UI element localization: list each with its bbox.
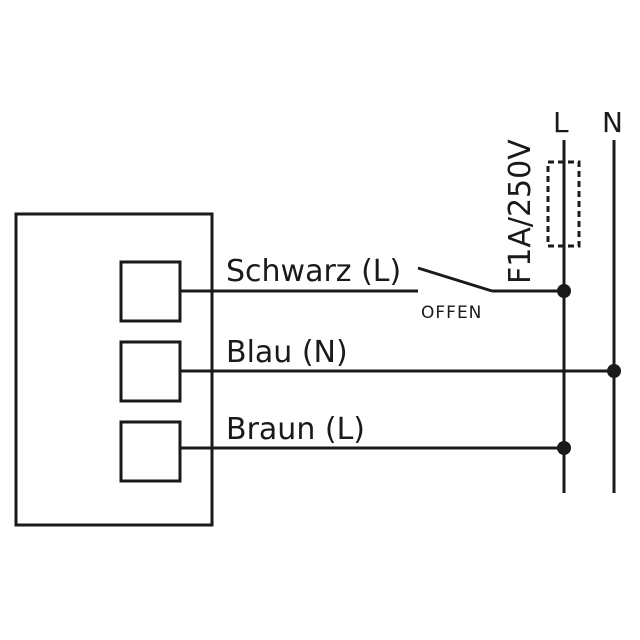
wire-brown-label: Braun (L)	[226, 412, 365, 447]
switch-state-label: OFFEN	[421, 303, 482, 323]
wire-blue-label: Blau (N)	[226, 335, 348, 370]
junction-dot-blue	[607, 364, 621, 378]
junction-dot-black	[557, 284, 571, 298]
fuse-symbol	[546, 160, 581, 248]
live-rail-label: L	[553, 106, 569, 139]
terminal-2	[119, 340, 182, 403]
fuse-rating-label: F1A/250V	[503, 139, 538, 284]
terminal-1	[119, 260, 182, 323]
terminal-3	[119, 420, 182, 483]
switch-contact	[417, 266, 493, 293]
wire-black-label: Schwarz (L)	[226, 254, 401, 289]
neutral-rail-label: N	[602, 106, 623, 139]
junction-dot-brown	[557, 441, 571, 455]
